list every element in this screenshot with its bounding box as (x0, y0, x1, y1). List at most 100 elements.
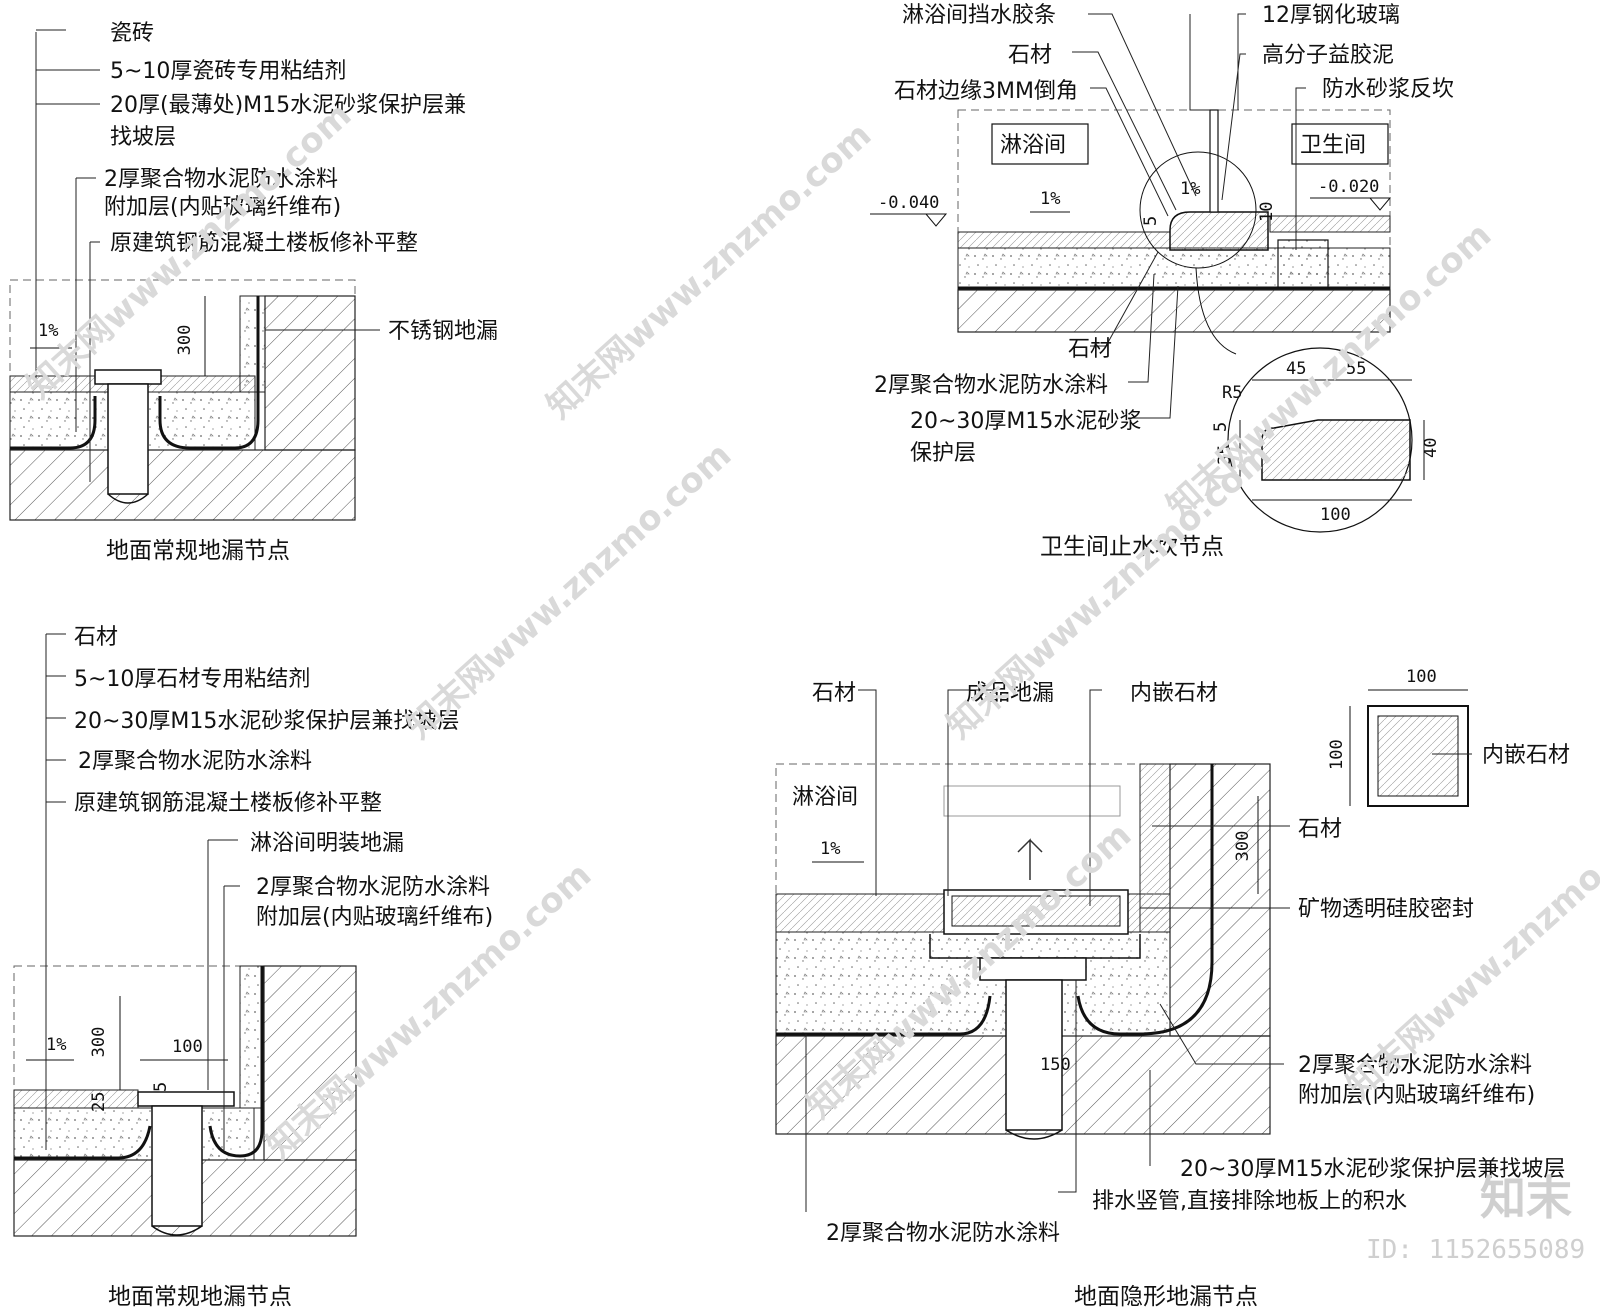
callout-circle (1139, 151, 1257, 269)
label-seal-strip: 淋浴间挡水胶条 (902, 3, 1056, 28)
label-waterproof: 2厚聚合物水泥防水涂料 (104, 167, 338, 192)
room-shower: 淋浴间 (1000, 133, 1066, 158)
dim-300: 300 (175, 325, 195, 356)
label-inset-stone-plan: 内嵌石材 (1482, 743, 1570, 768)
mortar-layer (775, 931, 1171, 1037)
label-waterproof: 2厚聚合物水泥防水涂料 (78, 749, 312, 774)
dim-5b: 5 (1211, 422, 1231, 432)
dim-300: 300 (1233, 831, 1253, 862)
mortar-ridge (1277, 239, 1329, 289)
stone-profile (1261, 419, 1411, 481)
slope-label: 1% (46, 1035, 66, 1055)
dim-55: 55 (1346, 359, 1366, 379)
label-mortar: 20~30厚M15水泥砂浆 (910, 409, 1141, 434)
dim-5: 5 (1141, 216, 1161, 226)
label-stone: 石材 (74, 625, 118, 650)
label-additional-layer: 附加层(内贴玻璃纤维布) (256, 905, 493, 930)
label-silicone: 矿物透明硅胶密封 (1298, 897, 1474, 922)
glass-panel (1209, 109, 1219, 213)
brand-logo: 知末 (1480, 1171, 1572, 1225)
slope-label: 1% (820, 839, 840, 859)
detail-title: 卫生间止水坎节点 (1040, 534, 1224, 560)
dim-10: 10 (1257, 202, 1277, 222)
label-pipe: 排水竖管,直接排除地板上的积水 (1092, 1189, 1407, 1214)
label-stone: 石材 (1008, 43, 1052, 68)
label-exposed-drain: 淋浴间明装地漏 (250, 831, 404, 856)
stainless-drain (94, 369, 162, 504)
slope-threshold: 1% (1180, 179, 1200, 199)
label-slab: 原建筑钢筋混凝土楼板修补平整 (74, 791, 382, 816)
label-drain: 不锈钢地漏 (388, 319, 498, 344)
dim-inset-w: 100 (1406, 667, 1437, 687)
concrete-slab (9, 449, 356, 521)
detail-floor-drain-stone: 300 100 25 5 1% 石材 5~10厚石材专用粘结剂 20~30厚M1… (13, 625, 493, 1310)
label-mortar-ridge: 防水砂浆反坎 (1322, 77, 1454, 102)
label-slope-layer: 找坡层 (110, 125, 176, 150)
label-additional-layer: 附加层(内贴玻璃纤维布) (1298, 1083, 1535, 1108)
waterproof-membrane (14, 966, 264, 1160)
room-shower: 淋浴间 (792, 785, 858, 810)
dim-150: 150 (1040, 1055, 1071, 1075)
detail-floor-drain-tile: 300 1% 瓷砖 5~10厚瓷砖专用粘结剂 20厚(最薄处)M15水泥砂浆保护… (9, 21, 498, 564)
enlarged-circle (1227, 347, 1413, 533)
label-additional-layer: 附加层(内贴玻璃纤维布) (104, 195, 341, 220)
dim-25: 25 (89, 1092, 109, 1112)
waterproof-membrane (776, 764, 1214, 1036)
waterproof-membrane (10, 296, 260, 450)
label-wall-stone: 石材 (1298, 817, 1342, 842)
threshold-stone (1169, 211, 1269, 251)
label-glass: 12厚钢化玻璃 (1262, 3, 1400, 28)
wall-finish (239, 295, 266, 393)
dim-40: 40 (1421, 438, 1441, 458)
wall (1169, 763, 1271, 1037)
mortar-layer (13, 1107, 255, 1161)
label-slab: 原建筑钢筋混凝土楼板修补平整 (110, 231, 418, 256)
wall-finish (239, 965, 265, 1109)
wall-stone (1139, 763, 1171, 933)
label-mortar: 20厚(最薄处)M15水泥砂浆保护层兼 (110, 93, 466, 118)
label-chamfer: 石材边缘3MM倒角 (894, 79, 1078, 104)
dim-inset-h: 100 (1327, 739, 1347, 770)
finished-drain (929, 889, 1141, 1140)
dim-100: 100 (172, 1037, 203, 1057)
dim-35: 35 (1215, 445, 1235, 465)
detail-title: 地面隐形地漏节点 (1074, 1284, 1258, 1310)
dim-100: 100 (1320, 505, 1351, 525)
detail-threshold: 45 55 R5 5 35 40 100 5 10 淋浴间 卫生间 -0.040… (870, 3, 1454, 560)
stone-floor (775, 893, 945, 933)
label-waterproof: 2厚聚合物水泥防水涂料 (874, 373, 1108, 398)
dim-300: 300 (89, 1027, 109, 1058)
room-bathroom: 卫生间 (1300, 133, 1366, 158)
stone-layer (13, 1089, 139, 1109)
detail-hidden-drain: 淋浴间 1% 300 150 100 100 石材 成品地漏 内嵌石材 内嵌石材… (775, 667, 1570, 1310)
label-protect: 保护层 (910, 441, 976, 466)
wall (264, 295, 356, 451)
label-waterproof-add: 2厚聚合物水泥防水涂料 (256, 875, 490, 900)
shower-stone (957, 231, 1171, 249)
detail-title: 地面常规地漏节点 (106, 538, 290, 564)
detail-title: 地面常规地漏节点 (108, 1284, 292, 1310)
label-waterproof: 2厚聚合物水泥防水涂料 (826, 1221, 1060, 1246)
slope-shower: 1% (1040, 189, 1060, 209)
label-waterproof-add: 2厚聚合物水泥防水涂料 (1298, 1053, 1532, 1078)
watermark-3: 知末网www.znzmo.com (399, 435, 739, 747)
label-inset-stone: 内嵌石材 (1130, 681, 1218, 706)
watermark-2: 知末网www.znzmo.com (539, 115, 879, 427)
label-polymer-paste: 高分子益胶泥 (1262, 43, 1394, 68)
level-bathroom: -0.020 (1318, 177, 1379, 197)
label-mortar: 20~30厚M15水泥砂浆保护层兼找坡层 (1180, 1157, 1565, 1182)
exposed-drain (137, 1091, 235, 1236)
dim-r5: R5 (1222, 383, 1242, 403)
level-shower: -0.040 (878, 193, 939, 213)
label-tile: 瓷砖 (110, 21, 154, 46)
bath-stone (1269, 215, 1391, 233)
dim-45: 45 (1286, 359, 1306, 379)
slope-label: 1% (38, 321, 58, 341)
image-id: ID: 1152655089 (1366, 1235, 1585, 1265)
label-stone: 石材 (812, 681, 856, 706)
label-mortar: 20~30厚M15水泥砂浆保护层兼找坡层 (74, 709, 459, 734)
label-finished-drain: 成品地漏 (966, 681, 1054, 706)
wall (263, 965, 357, 1161)
label-adhesive: 5~10厚瓷砖专用粘结剂 (110, 59, 346, 84)
